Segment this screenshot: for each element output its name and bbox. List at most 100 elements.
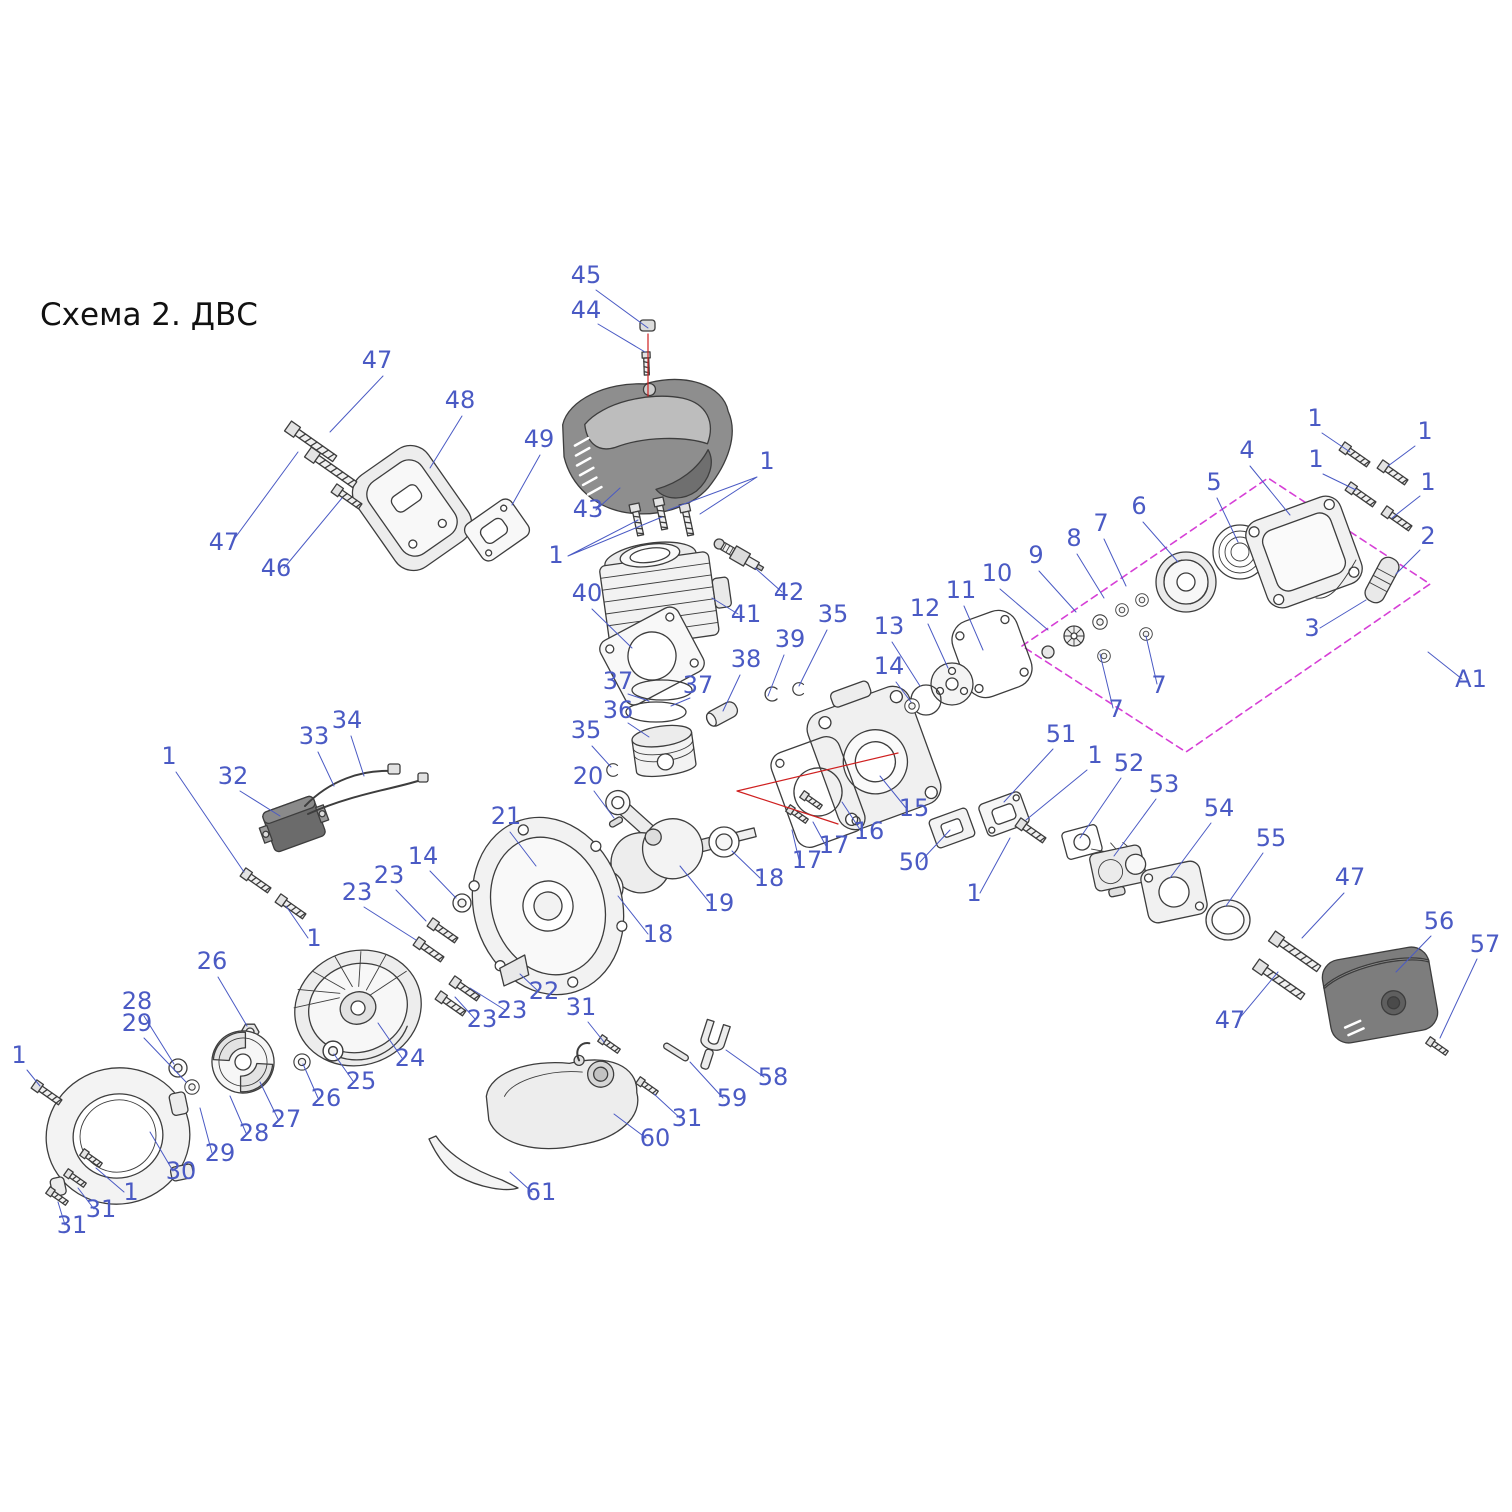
washer-part <box>322 1040 344 1062</box>
bearing-part <box>708 826 740 858</box>
part-label-1: 1 <box>11 1041 26 1069</box>
flywheel-part <box>293 949 422 1067</box>
wire-connector <box>387 763 401 775</box>
part-label-59: 59 <box>717 1084 748 1112</box>
insulator-block-part <box>978 791 1030 837</box>
crankcase-gasket-part <box>770 735 866 849</box>
part-label-7: 7 <box>1108 695 1123 723</box>
starter-rope <box>1315 559 1357 599</box>
part-label-14: 14 <box>874 652 905 680</box>
part-label-42: 42 <box>774 578 805 606</box>
part-label-34: 34 <box>332 706 363 734</box>
part-label-1: 1 <box>161 742 176 770</box>
part-label-23: 23 <box>467 1005 498 1033</box>
part-label-15: 15 <box>899 794 930 822</box>
part-label-1: 1 <box>1307 404 1322 432</box>
part-label-7: 7 <box>1151 671 1166 699</box>
part-label-46: 46 <box>261 554 292 582</box>
clutch-part <box>211 1030 275 1094</box>
part-label-22: 22 <box>529 977 560 1005</box>
carburetor-part <box>1089 841 1147 898</box>
group-box-a1 <box>1021 477 1431 753</box>
filter-ring-part <box>1205 899 1251 941</box>
airfilter-cover-part <box>1321 946 1439 1044</box>
screw-part <box>30 1079 64 1108</box>
part-label-43: 43 <box>573 495 604 523</box>
piston-part <box>631 724 697 778</box>
cover-plate-part <box>930 662 974 706</box>
part-label-17: 17 <box>819 831 850 859</box>
coil-wire <box>304 769 391 807</box>
part-label-61: 61 <box>526 1178 557 1206</box>
screw-part <box>448 975 482 1004</box>
screw-part <box>597 1034 622 1056</box>
part-label-23: 23 <box>342 878 373 906</box>
part-label-25: 25 <box>346 1067 377 1095</box>
part-label-60: 60 <box>640 1124 671 1152</box>
starter-handle-part <box>1364 556 1400 604</box>
circlip-part <box>792 682 805 696</box>
part-label-47: 47 <box>209 528 240 556</box>
tank-bracket-part <box>428 1135 519 1191</box>
spark-plug-part <box>713 538 765 572</box>
screw-part <box>1380 505 1414 534</box>
washer-part <box>904 698 920 714</box>
part-label-58: 58 <box>758 1063 789 1091</box>
part-label-26: 26 <box>311 1084 342 1112</box>
part-label-1: 1 <box>1087 741 1102 769</box>
fuel-tank-part <box>485 1042 639 1150</box>
leader-lines <box>26 289 1478 1226</box>
part-label-38: 38 <box>731 645 762 673</box>
part-label-23: 23 <box>497 996 528 1024</box>
screw-part <box>274 893 308 922</box>
part-label-13: 13 <box>874 612 905 640</box>
wire-connector <box>417 772 429 783</box>
part-label-1: 1 <box>1417 417 1432 445</box>
part-label-20: 20 <box>573 762 604 790</box>
part-label-44: 44 <box>571 296 602 324</box>
part-label-28: 28 <box>122 987 153 1015</box>
crankcase-half-part <box>468 816 628 996</box>
coil-wire <box>307 779 422 815</box>
intake-plate-part <box>928 807 976 849</box>
woodruff-key-part <box>608 816 624 828</box>
screw-part <box>635 1076 660 1098</box>
part-label-31: 31 <box>86 1195 117 1223</box>
red-callout-lines <box>647 333 899 825</box>
pin-part <box>663 1042 689 1062</box>
part-label-48: 48 <box>445 386 476 414</box>
part-label-19: 19 <box>704 889 735 917</box>
part-label-39: 39 <box>775 625 806 653</box>
part-label-23: 23 <box>374 861 405 889</box>
engine-cover-part <box>562 378 733 515</box>
part-label-18: 18 <box>643 920 674 948</box>
part-label-57: 57 <box>1470 930 1501 958</box>
part-label-10: 10 <box>982 559 1013 587</box>
part-label-1: 1 <box>1420 468 1435 496</box>
screw-part <box>678 502 697 537</box>
part-label-47: 47 <box>362 346 393 374</box>
fork-part <box>700 1018 731 1070</box>
circlip-part <box>606 763 619 777</box>
cap-part <box>639 319 656 332</box>
part-label-26: 26 <box>197 947 228 975</box>
piston-ring-part <box>625 701 687 723</box>
part-label-49: 49 <box>524 425 555 453</box>
part-label-31: 31 <box>57 1211 88 1239</box>
airfilter-base-part <box>1140 860 1208 924</box>
bolt-part <box>1251 958 1307 1003</box>
part-label-18: 18 <box>754 864 785 892</box>
part-label-21: 21 <box>491 802 522 830</box>
washer-part <box>452 893 472 913</box>
part-label-28: 28 <box>239 1119 270 1147</box>
part-label-1: 1 <box>548 541 563 569</box>
part-label-2: 2 <box>1420 522 1435 550</box>
part-label-1: 1 <box>306 924 321 952</box>
parts-layer <box>30 319 1450 1208</box>
part-label-41: 41 <box>731 600 762 628</box>
guide-plate-part <box>499 954 530 987</box>
part-label-29: 29 <box>205 1139 236 1167</box>
washer-part <box>293 1053 311 1071</box>
